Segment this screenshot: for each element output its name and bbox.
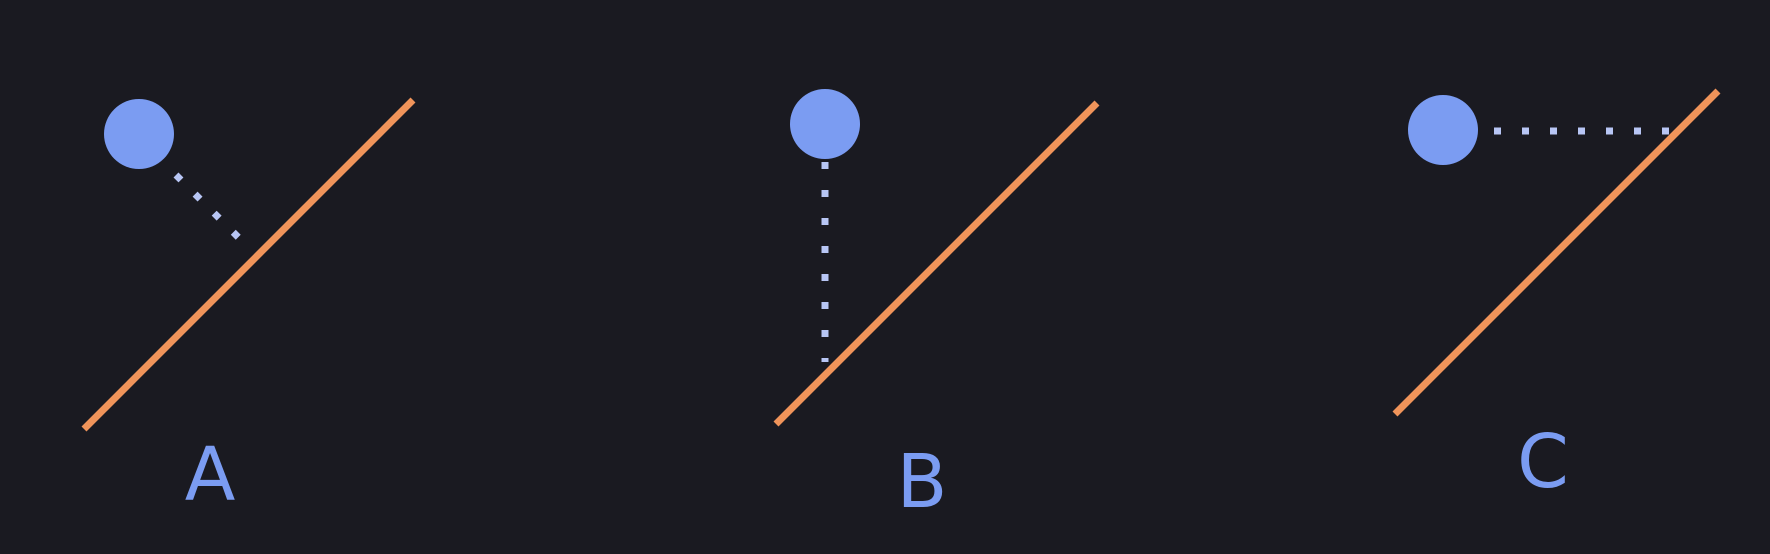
panel-a-point [104,99,174,169]
panel-b-label: B [897,439,948,525]
panel-c-label: C [1517,419,1569,505]
panel-a-distance-guide [173,172,243,242]
panel-b-point [790,89,860,159]
panel-b: B [773,89,1100,525]
panel-a-label: A [185,432,236,518]
panel-c: C [1392,88,1721,505]
panel-c-line [1392,88,1721,417]
panel-a-line [81,97,416,432]
panel-c-point [1408,95,1478,165]
panel-b-line [773,100,1100,427]
panel-a: A [81,97,416,518]
